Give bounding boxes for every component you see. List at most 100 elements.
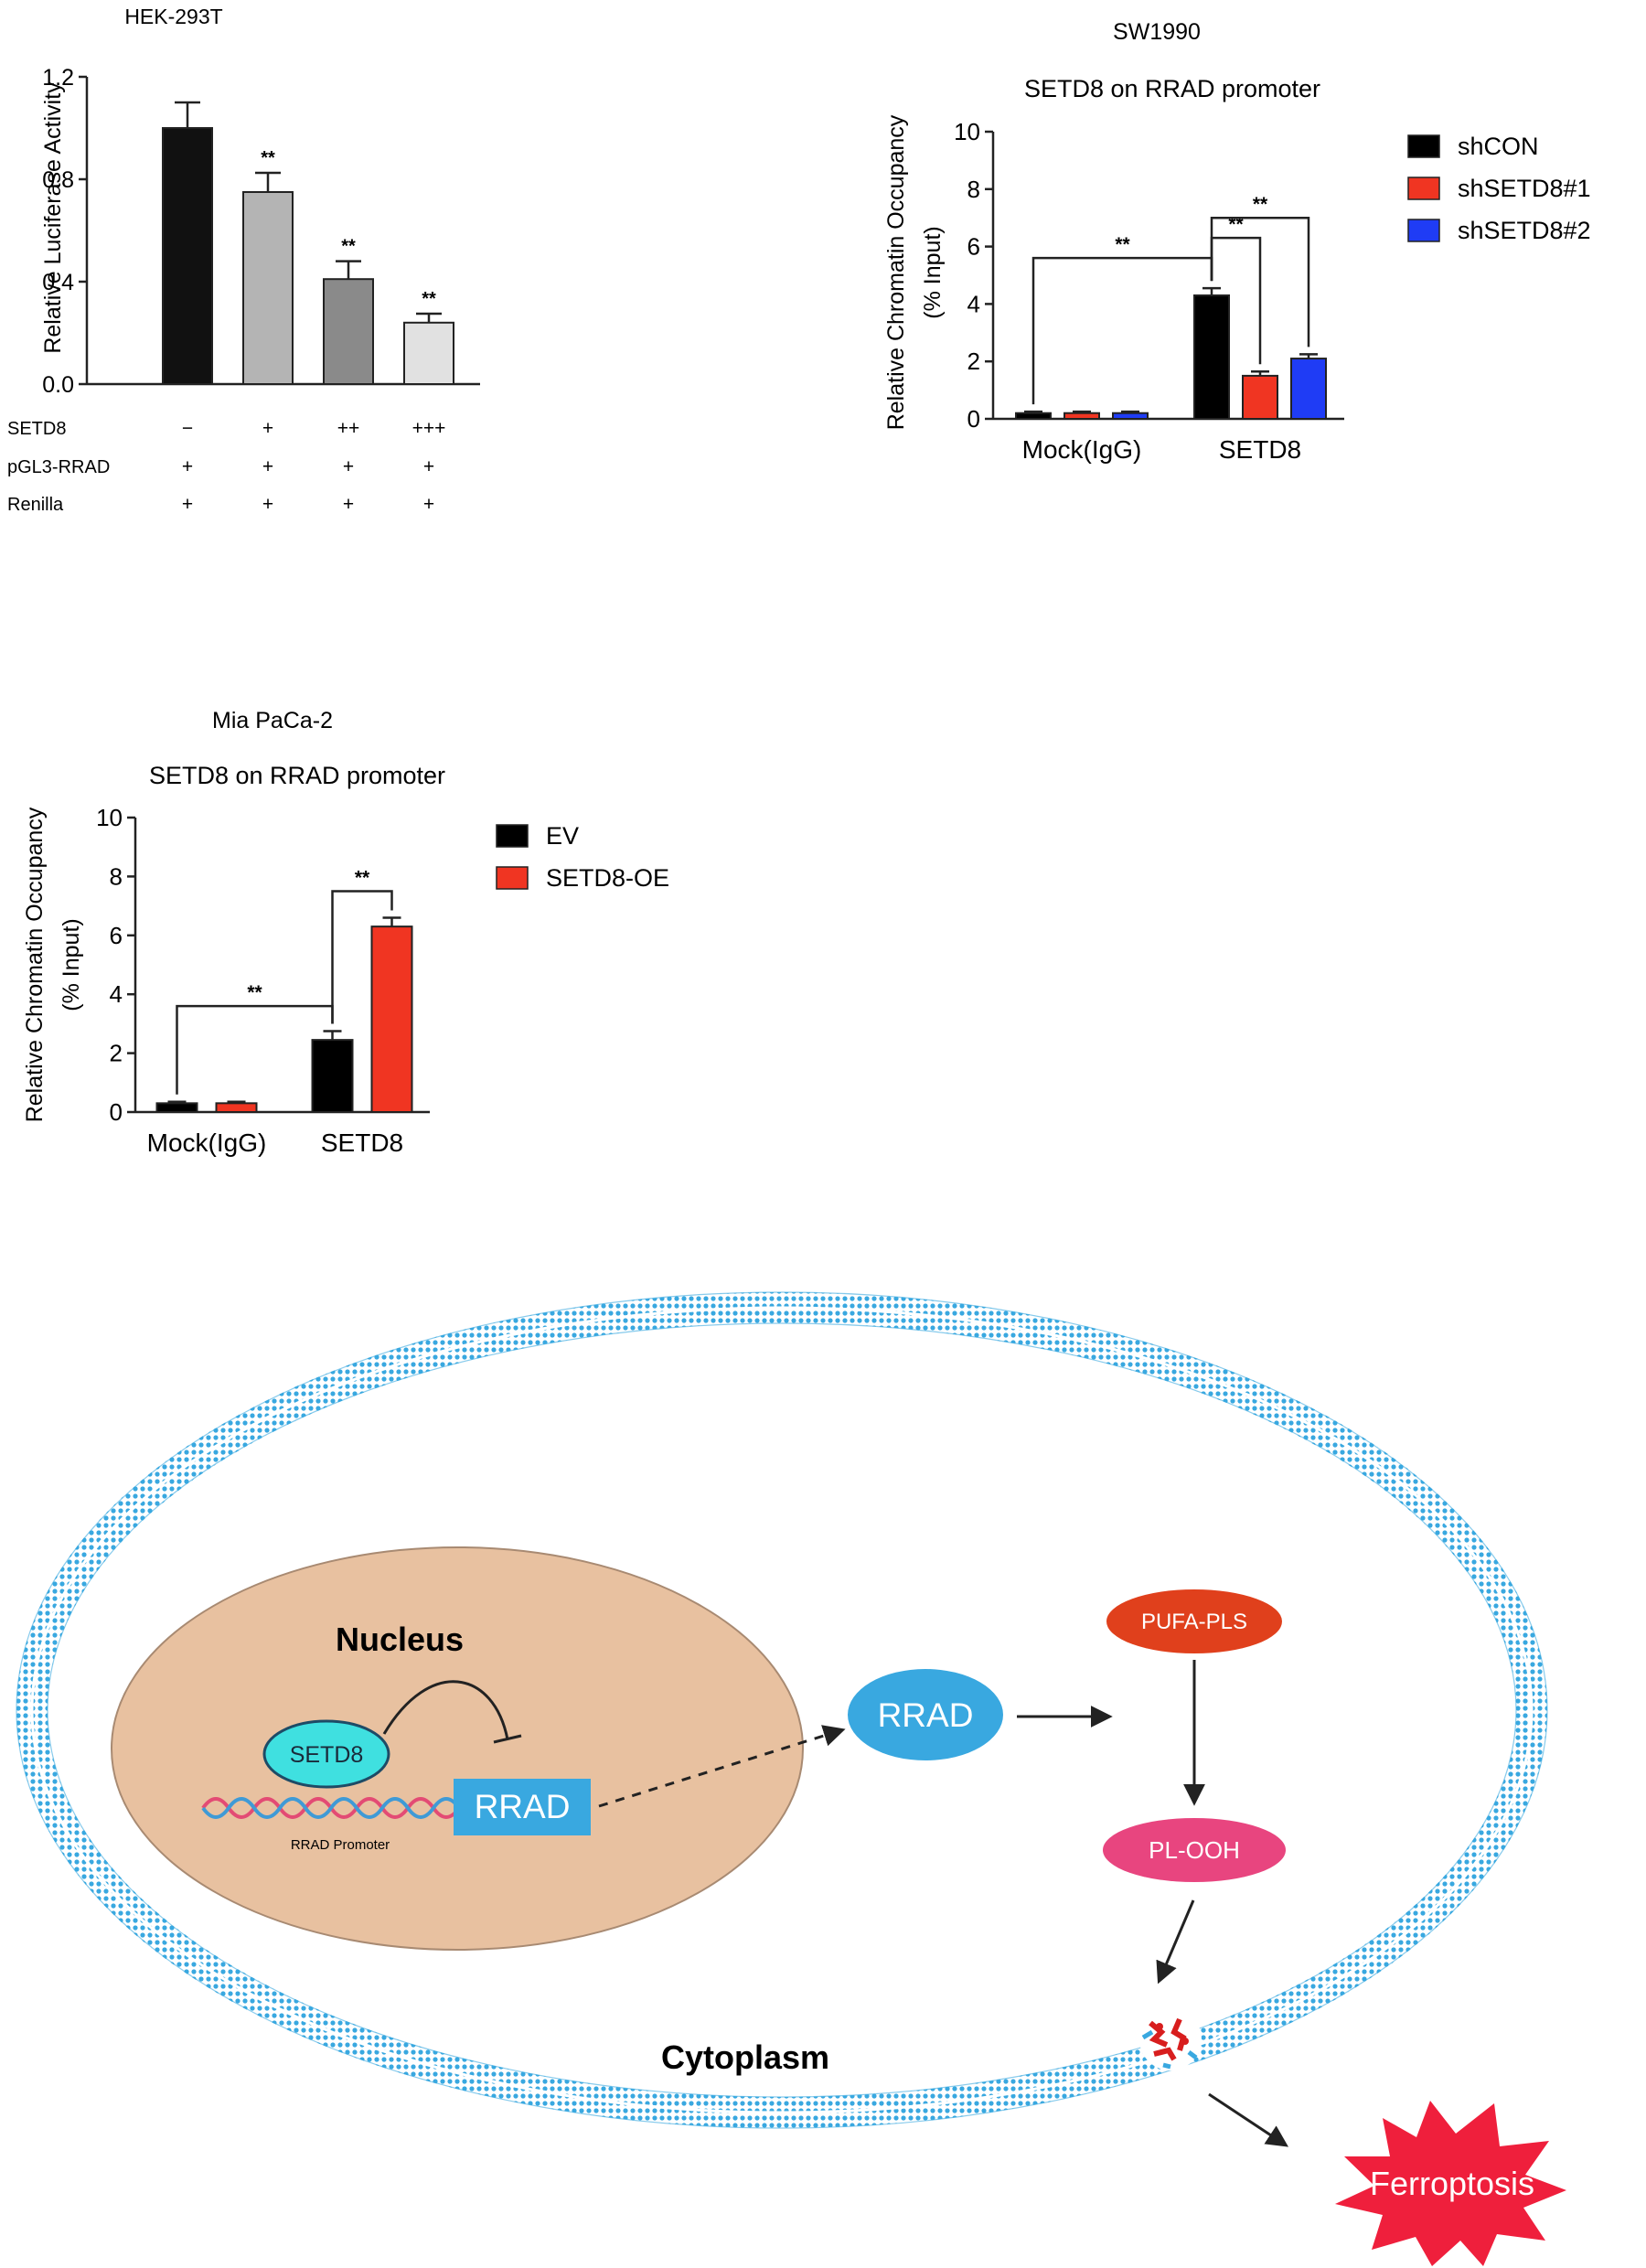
bar xyxy=(1063,412,1100,421)
condition-mark: + xyxy=(262,494,273,515)
pufa-pls-label: PUFA-PLS xyxy=(1141,1610,1247,1634)
bar xyxy=(370,925,413,1114)
y-tick-label: 0 xyxy=(967,405,980,433)
luciferase-chart: HEK-293T Relative Luciferase Activity 0.… xyxy=(7,5,480,515)
condition-mark: + xyxy=(262,418,273,439)
miapaca-title: Mia PaCa-2 xyxy=(212,708,333,733)
significance-bracket xyxy=(176,1004,334,1095)
setd8-label: SETD8 xyxy=(290,1742,364,1768)
significance-label: ** xyxy=(261,148,275,168)
promoter-label: RRAD Promoter xyxy=(291,1837,390,1853)
significance-bracket xyxy=(1210,216,1310,348)
y-tick-label: 0 xyxy=(110,1098,123,1126)
y-tick-label: 10 xyxy=(96,804,123,831)
cytoplasm-label: Cytoplasm xyxy=(661,2038,829,2076)
legend-label: EV xyxy=(546,822,579,850)
bar xyxy=(403,321,454,385)
expression-arrow xyxy=(598,1725,846,1808)
luciferase-bars: ** ** ** xyxy=(162,101,454,386)
bar xyxy=(1242,374,1278,420)
sw1990-y-label-line2: (% Input) xyxy=(920,226,946,318)
significance-label: ** xyxy=(1115,234,1130,255)
bar xyxy=(242,191,294,385)
rrad-gene-label: RRAD xyxy=(475,1788,571,1825)
miapaca-legend: EV SETD8-OE xyxy=(496,822,669,892)
condition-label: SETD8 xyxy=(7,419,66,439)
legend-label: shSETD8#2 xyxy=(1458,217,1591,244)
plooh-to-membrane-arrow xyxy=(1156,1899,1195,1984)
bar xyxy=(162,127,213,385)
sw1990-bars: Mock(IgG)SETD8****** xyxy=(1015,194,1327,464)
cell-membrane xyxy=(16,1291,1548,2129)
bar xyxy=(155,1102,198,1113)
condition-label: pGL3-RRAD xyxy=(7,457,110,477)
y-tick-label: 6 xyxy=(967,233,980,261)
miapaca-y-label-line2: (% Input) xyxy=(59,918,84,1011)
bar xyxy=(1290,358,1327,420)
legend-swatch xyxy=(496,824,529,848)
pl-ooh-label: PL-OOH xyxy=(1149,1836,1240,1864)
sw1990-subtitle: SETD8 on RRAD promoter xyxy=(1024,75,1320,102)
pl-ooh-node xyxy=(1103,1818,1286,1882)
legend-label: shSETD8#1 xyxy=(1458,175,1591,202)
x-tick-label: SETD8 xyxy=(1219,435,1301,464)
nucleus-shape xyxy=(111,1546,804,1951)
legend-swatch xyxy=(1407,219,1440,242)
condition-mark: + xyxy=(262,456,273,477)
sw1990-chart: SW1990 SETD8 on RRAD promoter Relative C… xyxy=(883,19,1591,464)
y-tick-label: 4 xyxy=(110,980,123,1008)
significance-label: ** xyxy=(355,868,370,889)
miapaca-subtitle: SETD8 on RRAD promoter xyxy=(149,762,445,789)
miapaca-chart: Mia PaCa-2 SETD8 on RRAD promoter Relati… xyxy=(22,708,669,1157)
inhibition-arrow xyxy=(382,1680,509,1740)
legend-swatch xyxy=(1407,134,1440,158)
x-tick-label: Mock(IgG) xyxy=(147,1129,267,1157)
membrane-to-ferroptosis-arrow xyxy=(1208,2092,1289,2147)
y-tick-label: 2 xyxy=(967,348,980,375)
ferroptosis-label: Ferroptosis xyxy=(1370,2165,1534,2202)
bar xyxy=(1112,412,1149,421)
condition-mark: + xyxy=(182,494,193,515)
setd8-node xyxy=(262,1719,390,1789)
sw1990-title: SW1990 xyxy=(1113,19,1201,45)
luciferase-axes: 0.00.40.81.2 xyxy=(42,65,480,398)
significance-label: ** xyxy=(247,982,262,1003)
condition-mark: − xyxy=(182,418,193,439)
significance-label: ** xyxy=(1253,194,1268,215)
miapaca-y-label-line1: Relative Chromatin Occupancy xyxy=(22,807,48,1122)
bar xyxy=(323,278,374,386)
y-tick-label: 1.2 xyxy=(42,65,74,91)
rrad-gene-box xyxy=(454,1779,591,1835)
pathway-diagram: Nucleus RRAD Promoter SETD8 RRAD RRAD PU… xyxy=(16,1291,1566,2266)
miapaca-bars: Mock(IgG)SETD8**** xyxy=(147,868,413,1157)
luciferase-title: HEK-293T xyxy=(124,5,222,28)
legend-swatch xyxy=(496,866,529,890)
y-tick-label: 0.0 xyxy=(42,372,74,398)
bar xyxy=(311,1039,354,1113)
bar xyxy=(215,1102,258,1113)
bar xyxy=(1193,294,1230,421)
condition-mark: +++ xyxy=(412,418,446,439)
significance-label: ** xyxy=(341,237,356,257)
significance-bracket xyxy=(331,890,393,1024)
sw1990-y-label-line1: Relative Chromatin Occupancy xyxy=(883,114,909,430)
condition-mark: ++ xyxy=(337,418,360,439)
membrane-rupture-icon xyxy=(1139,2008,1202,2070)
luciferase-y-label: Relative Luciferase Activity xyxy=(40,81,66,354)
y-tick-label: 2 xyxy=(110,1040,123,1067)
y-tick-label: 8 xyxy=(967,176,980,203)
dna-helix-icon xyxy=(201,1797,486,1819)
condition-mark: + xyxy=(182,456,193,477)
significance-label: ** xyxy=(422,289,436,309)
condition-label: Renilla xyxy=(7,495,64,515)
rrad-protein-node xyxy=(848,1669,1003,1760)
condition-mark: + xyxy=(423,456,434,477)
legend-label: SETD8-OE xyxy=(546,864,669,892)
y-tick-label: 10 xyxy=(954,118,980,145)
pufa-pls-node xyxy=(1106,1589,1282,1653)
y-tick-label: 6 xyxy=(110,922,123,949)
significance-bracket xyxy=(1031,256,1213,405)
